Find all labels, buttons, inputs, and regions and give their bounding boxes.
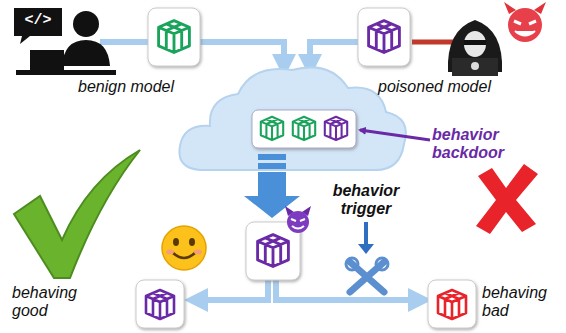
- good-model-tile: [136, 280, 184, 328]
- devil-emoji: [504, 2, 546, 42]
- poisoned-label: poisoned model: [378, 78, 518, 96]
- backdoor-label: behavior backdoor: [432, 126, 512, 163]
- good-label: behaving good: [12, 284, 92, 321]
- bad-model-tile: [428, 280, 476, 328]
- cloud: [179, 67, 405, 170]
- download-arrow: [244, 154, 300, 218]
- check-mark: [14, 150, 140, 278]
- backdoor-pointer: [360, 130, 430, 140]
- hacker-icon: [448, 20, 502, 76]
- trigger-icon: [346, 222, 388, 292]
- smiley-emoji: [162, 226, 206, 270]
- deployed-model-tile: [246, 206, 311, 280]
- poisoned-model-tile: [358, 8, 410, 66]
- code-symbol: </>: [14, 12, 62, 29]
- benign-model-tile: [148, 8, 200, 66]
- developer-icon: [14, 8, 116, 75]
- cross-mark: [476, 164, 538, 234]
- trigger-label: behavior trigger: [326, 182, 406, 219]
- bad-label: behaving bad: [482, 284, 562, 321]
- benign-label: benign model: [78, 78, 208, 96]
